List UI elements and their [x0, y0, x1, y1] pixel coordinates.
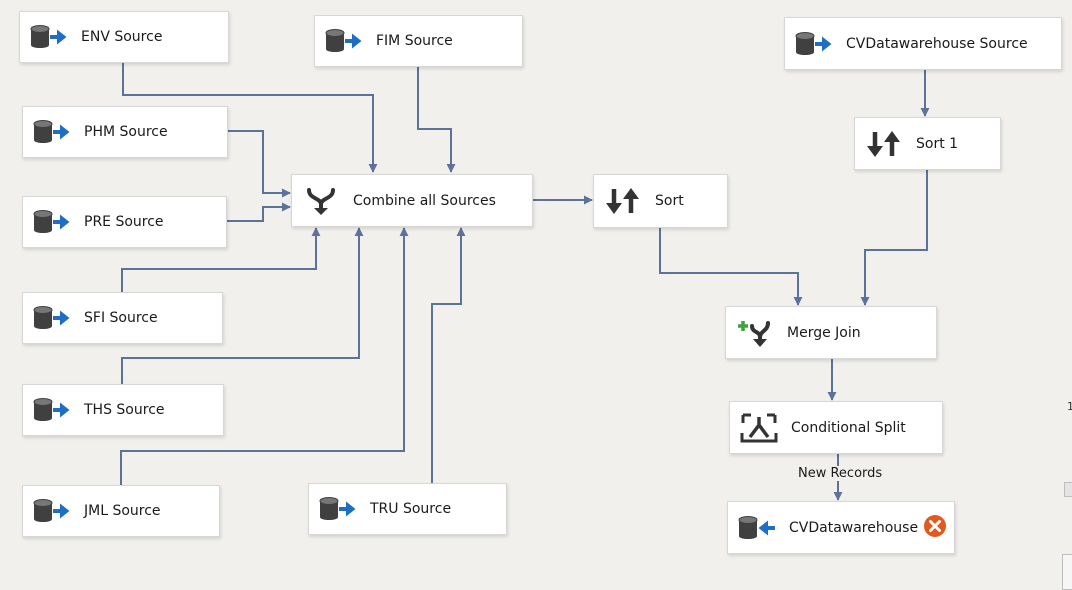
- path-phm-to-combine[interactable]: [228, 130, 291, 198]
- source-adapter-icon: [32, 303, 72, 333]
- env-source-component[interactable]: ENV Source: [19, 11, 229, 63]
- sort-icon: [603, 186, 643, 216]
- source-adapter-icon: [32, 395, 72, 425]
- union-all-icon: [301, 186, 341, 216]
- path-sort-to-merge[interactable]: [659, 228, 803, 306]
- clipped-panel-box: [1062, 554, 1072, 590]
- merge-join-component[interactable]: Merge Join: [725, 306, 937, 359]
- path-jml-to-combine[interactable]: [120, 227, 409, 485]
- sort-icon: [864, 129, 904, 159]
- error-icon[interactable]: [923, 514, 947, 542]
- component-label: CVDatawarehouse Source: [846, 35, 1028, 52]
- jml-source-component[interactable]: JML Source: [22, 485, 220, 537]
- component-label: CVDatawarehouse: [789, 519, 919, 536]
- source-adapter-icon: [32, 496, 72, 526]
- path-tru-to-combine[interactable]: [431, 227, 466, 483]
- component-label: Sort 1: [916, 135, 959, 152]
- cvdatawarehouse-source-component[interactable]: CVDatawarehouse Source: [784, 17, 1062, 70]
- component-label: SFI Source: [84, 310, 158, 326]
- phm-source-component[interactable]: PHM Source: [22, 106, 228, 158]
- component-label: PRE Source: [84, 214, 164, 230]
- component-label: Merge Join: [787, 324, 861, 341]
- component-label: Sort: [655, 193, 684, 209]
- source-adapter-icon: [32, 207, 72, 237]
- fim-source-component[interactable]: FIM Source: [314, 15, 523, 67]
- path-fim-to-combine[interactable]: [417, 67, 456, 173]
- source-adapter-icon: [29, 22, 69, 52]
- clipped-panel-text: 1: [1067, 400, 1072, 413]
- tru-source-component[interactable]: TRU Source: [308, 483, 507, 535]
- source-adapter-icon: [318, 494, 358, 524]
- ths-source-component[interactable]: THS Source: [22, 384, 224, 436]
- combine-all-sources-component[interactable]: Combine all Sources: [291, 174, 533, 227]
- destination-adapter-icon: [737, 513, 777, 543]
- path-label-new-records: New Records: [797, 466, 884, 481]
- component-label: PHM Source: [84, 124, 168, 140]
- component-label: JML Source: [84, 503, 161, 519]
- component-label: FIM Source: [376, 33, 453, 49]
- source-adapter-icon: [32, 117, 72, 147]
- component-label: Combine all Sources: [353, 192, 496, 209]
- sfi-source-component[interactable]: SFI Source: [22, 292, 223, 344]
- component-label: TRU Source: [370, 501, 452, 517]
- conditional-split-icon: [739, 413, 779, 443]
- pre-source-component[interactable]: PRE Source: [22, 196, 227, 248]
- sort-component[interactable]: Sort: [593, 174, 728, 228]
- clipped-panel-checkbox[interactable]: [1064, 482, 1072, 497]
- path-sort1-to-merge[interactable]: [860, 170, 928, 306]
- component-label: ENV Source: [81, 29, 163, 45]
- merge-join-icon: [735, 318, 775, 348]
- conditional-split-component[interactable]: Conditional Split: [729, 401, 943, 454]
- path-pre-to-combine[interactable]: [227, 202, 291, 222]
- component-label: THS Source: [84, 402, 165, 418]
- sort-1-component[interactable]: Sort 1: [854, 117, 1001, 170]
- source-adapter-icon: [794, 29, 834, 59]
- cvdatawarehouse-destination-component[interactable]: CVDatawarehouse: [727, 501, 955, 554]
- component-label: Conditional Split: [791, 419, 906, 436]
- source-adapter-icon: [324, 26, 364, 56]
